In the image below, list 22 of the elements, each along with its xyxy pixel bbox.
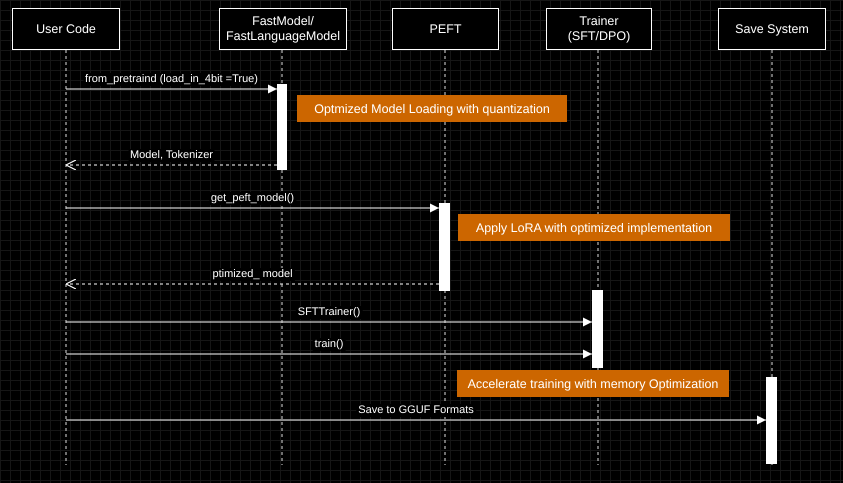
note-box: Accelerate training with memory Optimization bbox=[457, 370, 729, 397]
message-label: ptimized_ model bbox=[210, 268, 295, 281]
message-arrow bbox=[66, 416, 766, 424]
message-label: Save to GGUF Formats bbox=[356, 404, 476, 417]
message-arrow bbox=[66, 84, 278, 94]
activation-bar bbox=[592, 290, 603, 368]
participant-lifeline: Save System bbox=[718, 8, 826, 465]
message-label: Model, Tokenizer bbox=[128, 149, 215, 162]
note-box: Optmized Model Loading with quantization bbox=[297, 95, 567, 122]
message-arrow bbox=[66, 204, 440, 212]
activation-bar bbox=[766, 377, 777, 464]
message-arrow bbox=[65, 278, 440, 290]
activation-bar bbox=[439, 203, 450, 291]
message-arrow bbox=[66, 350, 592, 358]
message-arrow bbox=[66, 318, 592, 326]
activation-bar bbox=[277, 84, 287, 170]
message-label: from_pretraind (load_in_4bit =True) bbox=[83, 73, 260, 86]
message-label: train() bbox=[312, 338, 346, 351]
message-label: SFTTrainer() bbox=[296, 306, 362, 319]
message-arrow bbox=[65, 159, 278, 171]
message-label: get_peft_model() bbox=[208, 192, 296, 205]
note-box: Apply LoRA with optimized implementation bbox=[458, 214, 730, 241]
